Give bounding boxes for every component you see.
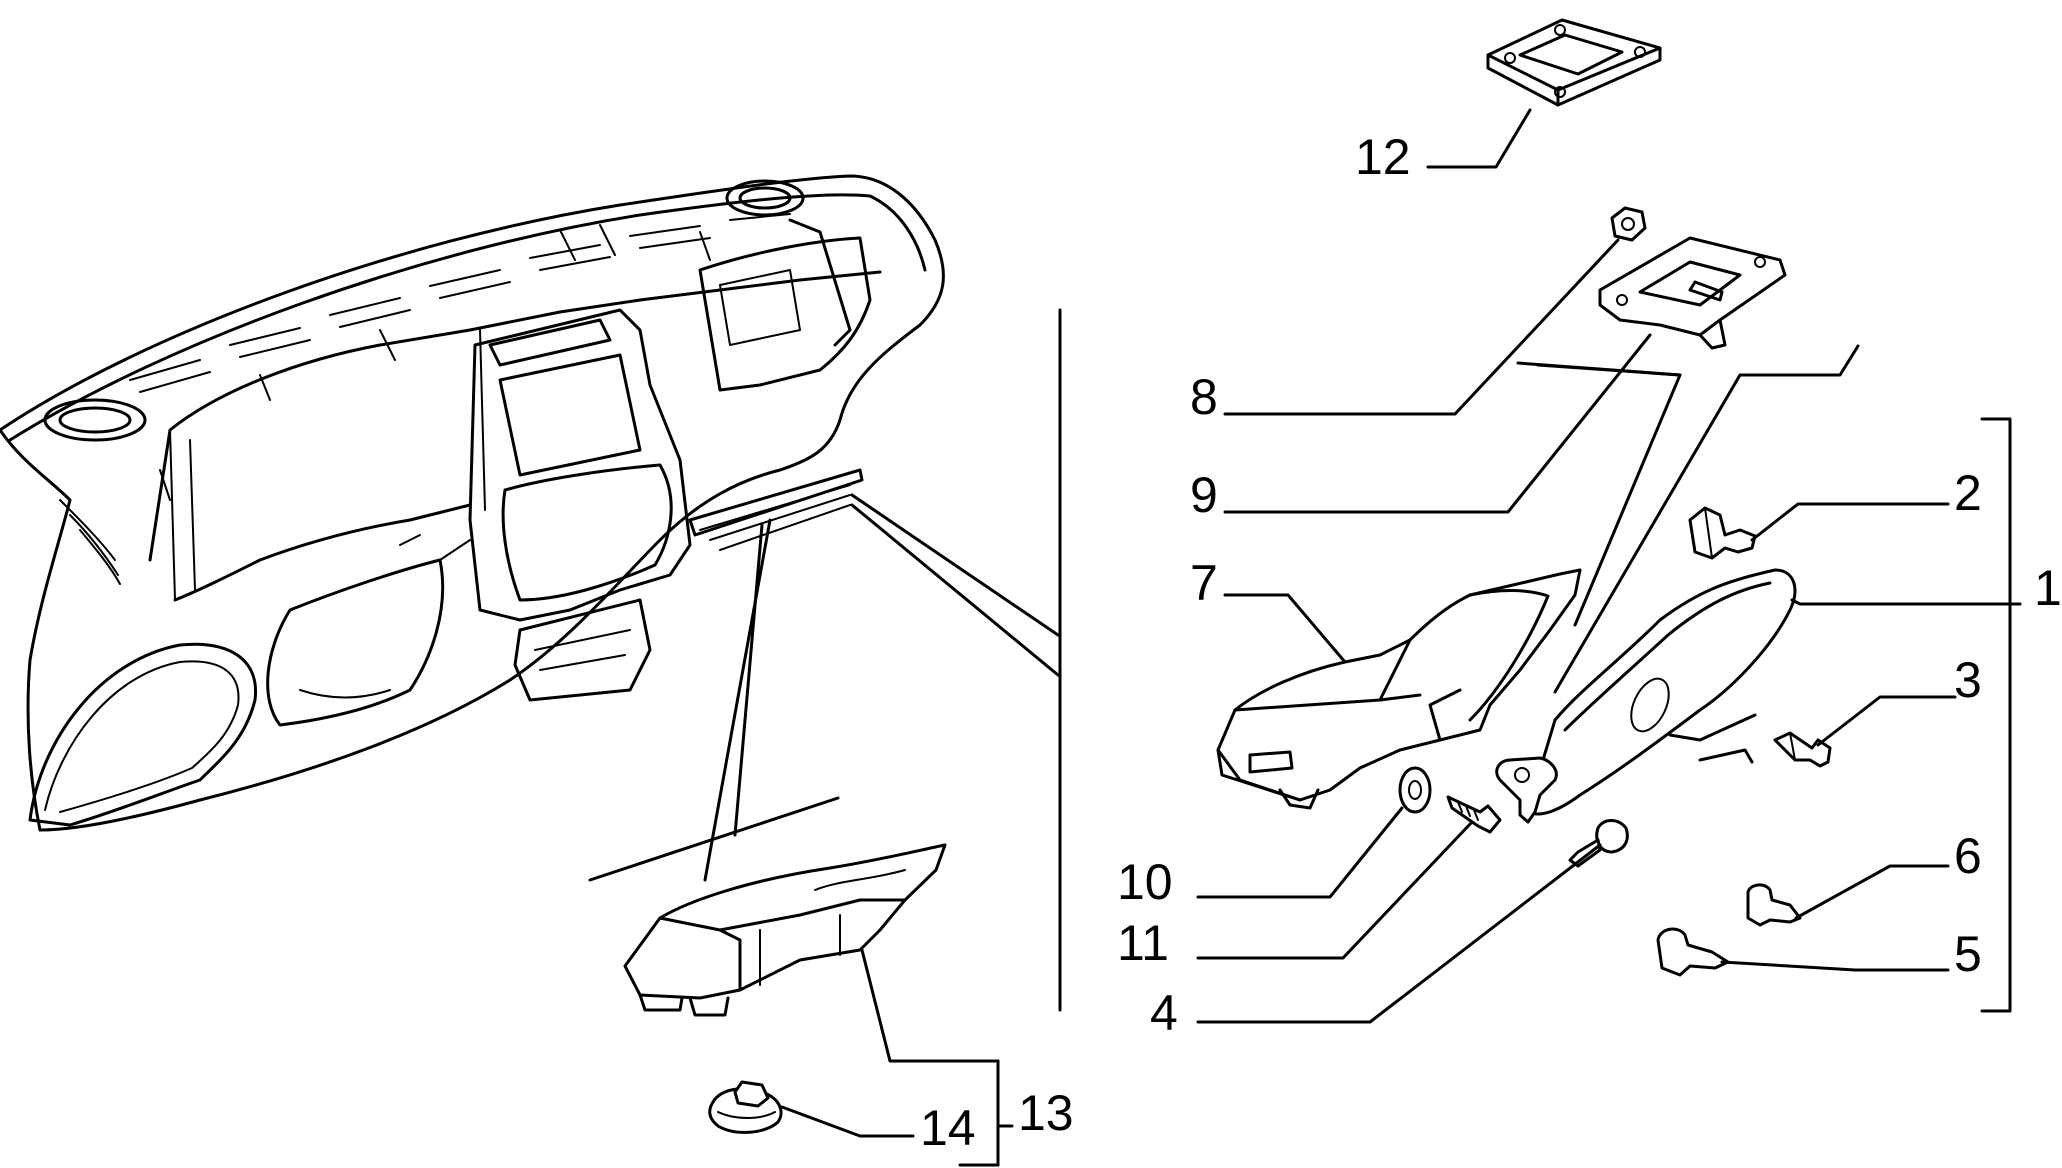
part-13-lower-tray xyxy=(623,843,947,1017)
part-2-buffer xyxy=(1688,506,1757,560)
callout-12: 12 xyxy=(1355,129,1411,185)
callout-labels: 12 8 9 7 10 11 4 2 1 3 6 5 14 13 xyxy=(920,129,2062,1156)
callout-13: 13 xyxy=(1018,1085,1074,1141)
callout-10: 10 xyxy=(1117,854,1173,910)
dashboard-guide-lines xyxy=(588,308,1062,1012)
callout-2: 2 xyxy=(1954,465,1982,521)
part-6-stopper xyxy=(1746,883,1802,927)
callout-1: 1 xyxy=(2034,560,2062,616)
callout-9: 9 xyxy=(1190,467,1218,523)
part-12-plate xyxy=(1486,18,1662,107)
callout-8: 8 xyxy=(1190,369,1218,425)
part-14-clip xyxy=(708,1080,783,1134)
callout-6: 6 xyxy=(1954,828,1982,884)
callout-3: 3 xyxy=(1954,652,1982,708)
leader-lines xyxy=(780,108,2022,1167)
callout-14: 14 xyxy=(920,1100,976,1156)
part-8-nut xyxy=(1610,206,1647,242)
callout-11: 11 xyxy=(1117,915,1169,971)
part-7-glovebox-housing xyxy=(1216,568,1582,810)
part-1-glovebox-lid xyxy=(1495,568,1797,824)
callout-7: 7 xyxy=(1190,555,1218,611)
part-5-stopper xyxy=(1656,927,1730,977)
part-3-bolt xyxy=(1773,731,1832,768)
callout-4: 4 xyxy=(1150,985,1178,1041)
part-11-screw xyxy=(1446,795,1502,834)
part-10-washer xyxy=(1398,766,1432,814)
dashboard-panel xyxy=(0,174,945,832)
part-9-hinge-bracket xyxy=(1598,236,1787,350)
part-4-push-pin xyxy=(1568,819,1629,868)
callout-5: 5 xyxy=(1954,926,1982,982)
